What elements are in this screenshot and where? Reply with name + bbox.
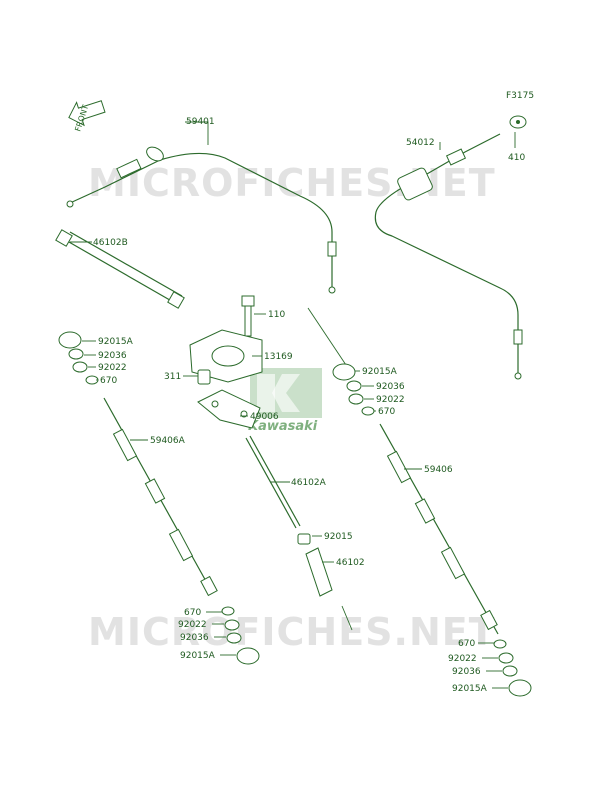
front-arrow-icon: FRONT: [68, 100, 106, 133]
label-670-left-bottom: 670: [184, 608, 201, 618]
label-49006: 49006: [250, 412, 279, 422]
logo-text: Kawasaki: [248, 419, 318, 434]
label-92022-right-bottom: 92022: [448, 654, 477, 664]
label-110: 110: [268, 310, 285, 320]
label-92015: 92015: [324, 532, 353, 542]
label-59406A: 59406A: [150, 436, 186, 446]
tube-46102B: [55, 229, 185, 309]
label-92015A-center: 92015A: [362, 367, 398, 377]
label-92036-center: 92036: [376, 382, 405, 392]
label-54012: 54012: [406, 138, 435, 148]
label-311: 311: [164, 372, 181, 382]
label-92036-left-bottom: 92036: [180, 633, 209, 643]
label-670-right-bottom: 670: [458, 639, 475, 649]
label-46102: 46102: [336, 558, 365, 568]
label-59401: 59401: [186, 117, 215, 127]
label-59406: 59406: [424, 465, 453, 475]
hardware-right-bottom: [493, 639, 532, 697]
label-410: 410: [508, 153, 525, 163]
label-670-center: 670: [378, 407, 395, 417]
guide-lines: [307, 307, 353, 631]
kawasaki-logo: Kawasaki: [248, 368, 322, 434]
label-92036-left-top: 92036: [98, 351, 127, 361]
label-46102A: 46102A: [291, 478, 327, 488]
label-92015A-left-top: 92015A: [98, 337, 134, 347]
part-labels: 59401 54012 410 46102B 110 13169 311 490…: [93, 117, 525, 694]
rod-46102A: [245, 435, 301, 529]
watermark-bottom: MICROFICHES.NET: [88, 610, 496, 654]
hardware-left-top: [58, 331, 99, 385]
hardware-left-bottom: [221, 606, 260, 665]
label-92015A-right-bottom: 92015A: [452, 684, 488, 694]
label-92022-left-bottom: 92022: [178, 620, 207, 630]
cable-59401: [66, 146, 337, 294]
nut-311: [197, 369, 211, 385]
cable-59406A: [103, 397, 218, 597]
label-92022-left-top: 92022: [98, 363, 127, 373]
figure-code: F3175: [506, 91, 534, 101]
label-670-left-top: 670: [100, 376, 117, 386]
label-46102B: 46102B: [93, 238, 128, 248]
plate-13169: [189, 329, 263, 383]
sleeve-46102: [305, 547, 333, 597]
nut-92015: [297, 533, 311, 545]
hardware-center: [332, 363, 375, 416]
watermark-top: MICROFICHES.NET: [88, 161, 496, 205]
cable-54012: [374, 115, 527, 380]
bolt-110: [241, 295, 255, 337]
leader-lines: [70, 121, 516, 689]
label-92022-center: 92022: [376, 395, 405, 405]
label-92015A-left-bottom: 92015A: [180, 651, 216, 661]
label-92036-right-bottom: 92036: [452, 667, 481, 677]
label-13169: 13169: [264, 352, 293, 362]
bracket-49006: [197, 389, 261, 429]
cable-59406: [379, 423, 499, 635]
